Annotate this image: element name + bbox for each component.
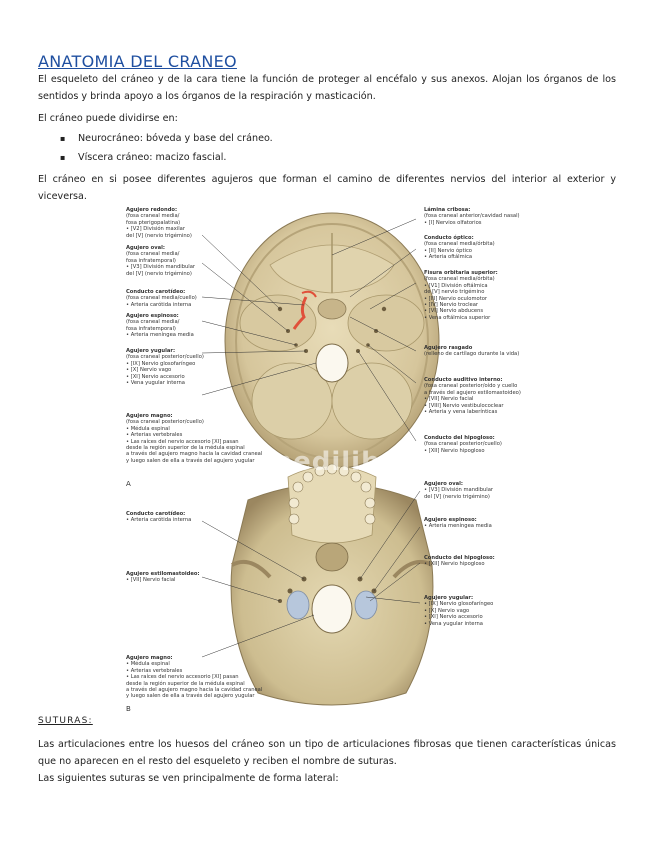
label-agujero-magno-b: Agujero magno: • Médula espinal • Arteri… (126, 655, 263, 700)
panel-a-letter: A (126, 480, 131, 488)
label-conducto-carotideo-a: Conducto carotídeo: (fosa craneal media/… (126, 289, 197, 308)
bullet-item: Neurocráneo: bóveda y base del cráneo. (60, 129, 273, 148)
label-conducto-optico: Conducto óptico: (fosa craneal media/órb… (424, 235, 495, 261)
label-lamina-cribosa: Lámina cribosa: (fosa craneal anterior/c… (424, 207, 520, 226)
bullet-item: Víscera cráneo: macizo fascial. (60, 148, 273, 167)
watermark-text: medilibros.com (265, 447, 505, 477)
panel-a-skull (224, 212, 440, 470)
divide-intro: El cráneo puede dividirse en: (38, 113, 178, 124)
label-conducto-auditivo: Conducto auditivo interno: (fosa craneal… (424, 377, 521, 416)
label-agujero-oval-b: Agujero oval: • [V3] División mandibular… (424, 481, 494, 500)
label-conducto-carotideo-b: Conducto carotídeo: • Arteria carótida i… (126, 511, 192, 524)
skull-base-figure: medilibros.com A B Agujero redondo: (fos… (120, 205, 540, 715)
label-agujero-oval-a: Agujero oval: (fosa craneal media/ fosa … (126, 245, 196, 277)
label-agujero-estilomastoideo: Agujero estilomastoideo: • [VII] Nervio … (126, 571, 200, 584)
holes-paragraph: El cráneo en si posee diferentes agujero… (38, 174, 616, 202)
lateral-sutures-intro: Las siguientes suturas se ven principalm… (38, 773, 339, 784)
sutures-paragraph: Las articulaciones entre los huesos del … (38, 739, 616, 767)
panel-b-leader-lines (201, 490, 421, 658)
panel-b-skull (230, 463, 434, 706)
intro-paragraph: El esqueleto del cráneo y de la cara tie… (38, 74, 616, 102)
panel-b-letter: B (126, 705, 131, 713)
panel-a-leader-lines (201, 218, 417, 442)
label-conducto-hipogloso-a: Conducto del hipogloso: (fosa craneal po… (424, 435, 502, 454)
label-fisura-orbitaria: Fisura orbitaria superior: (fosa craneal… (424, 270, 498, 321)
skull-illustration (201, 212, 440, 706)
label-agujero-yugular-b: Agujero yugular: • [IX] Nervio glosofarí… (424, 595, 494, 627)
label-agujero-espinoso-b: Agujero espinoso: • Arteria meníngea med… (424, 517, 492, 530)
sutures-heading: SUTURAS: (38, 716, 93, 726)
label-agujero-magno-a: Agujero magno: (fosa craneal posterior/c… (126, 413, 263, 464)
page-title: ANATOMIA DEL CRANEO (38, 52, 237, 71)
label-agujero-rasgado: Agujero rasgado (relleno de cartílago du… (424, 345, 520, 358)
label-conducto-hipogloso-b: Conducto del hipogloso: • [XII] Nervio h… (424, 555, 495, 568)
label-agujero-yugular-a: Agujero yugular: (fosa craneal posterior… (126, 348, 204, 387)
label-agujero-espinoso-a: Agujero espinoso: (fosa craneal media/ f… (126, 313, 194, 339)
bullet-list: Neurocráneo: bóveda y base del cráneo. V… (60, 129, 273, 167)
label-agujero-redondo: Agujero redondo: (fosa craneal media/ fo… (126, 207, 192, 239)
